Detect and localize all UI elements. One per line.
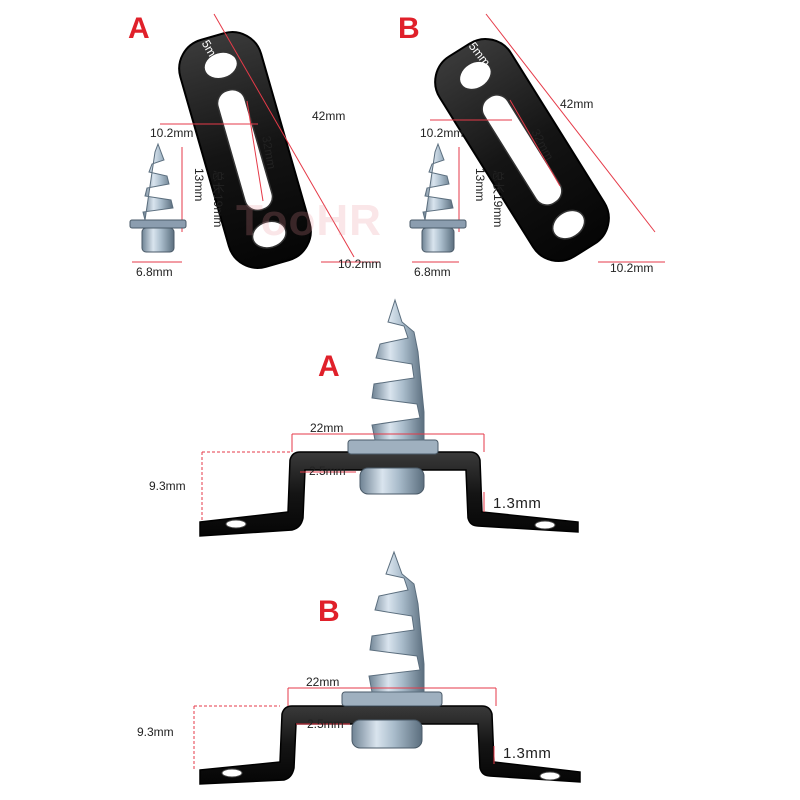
a-screw-total-length: 总长19mm xyxy=(211,170,225,228)
screw-b-small xyxy=(409,142,467,253)
watermark-text: TooHR xyxy=(236,196,382,245)
side-b-label: B xyxy=(318,595,340,628)
side-a-thickness: 1.3mm xyxy=(493,495,542,512)
variant-a-label: A xyxy=(128,12,150,45)
b-screw-total-length: 总长19mm xyxy=(491,170,505,228)
bracket-b-top-view xyxy=(412,13,665,263)
side-b-thickness: 1.3mm xyxy=(503,745,552,762)
a-bottom-width: 10.2mm xyxy=(338,257,382,271)
bracket-a-side-view xyxy=(199,298,579,537)
a-screw-thread-length: 13mm xyxy=(192,168,206,202)
bracket-b-side-view xyxy=(193,550,581,785)
b-overall-length: 42mm xyxy=(560,97,594,111)
side-b-height: 9.3mm xyxy=(137,725,174,739)
a-screw-head-diameter: 6.8mm xyxy=(136,265,173,279)
side-b-gap: 2.5mm xyxy=(307,717,344,731)
screw-a-small xyxy=(129,142,187,253)
side-b-bridge-width: 22mm xyxy=(306,675,340,689)
a-overall-length: 42mm xyxy=(312,109,346,123)
side-a-gap: 2.5mm xyxy=(309,464,346,478)
b-bottom-width: 10.2mm xyxy=(610,261,654,275)
side-a-label: A xyxy=(318,350,340,383)
a-top-width: 10.2mm xyxy=(150,126,194,140)
bracket-a-top-view xyxy=(132,13,380,269)
side-a-height: 9.3mm xyxy=(149,479,186,493)
b-screw-head-diameter: 6.8mm xyxy=(414,265,451,279)
b-top-width: 10.2mm xyxy=(420,126,464,140)
side-a-bridge-width: 22mm xyxy=(310,421,344,435)
variant-b-label: B xyxy=(398,12,420,45)
b-screw-thread-length: 13mm xyxy=(473,168,487,202)
